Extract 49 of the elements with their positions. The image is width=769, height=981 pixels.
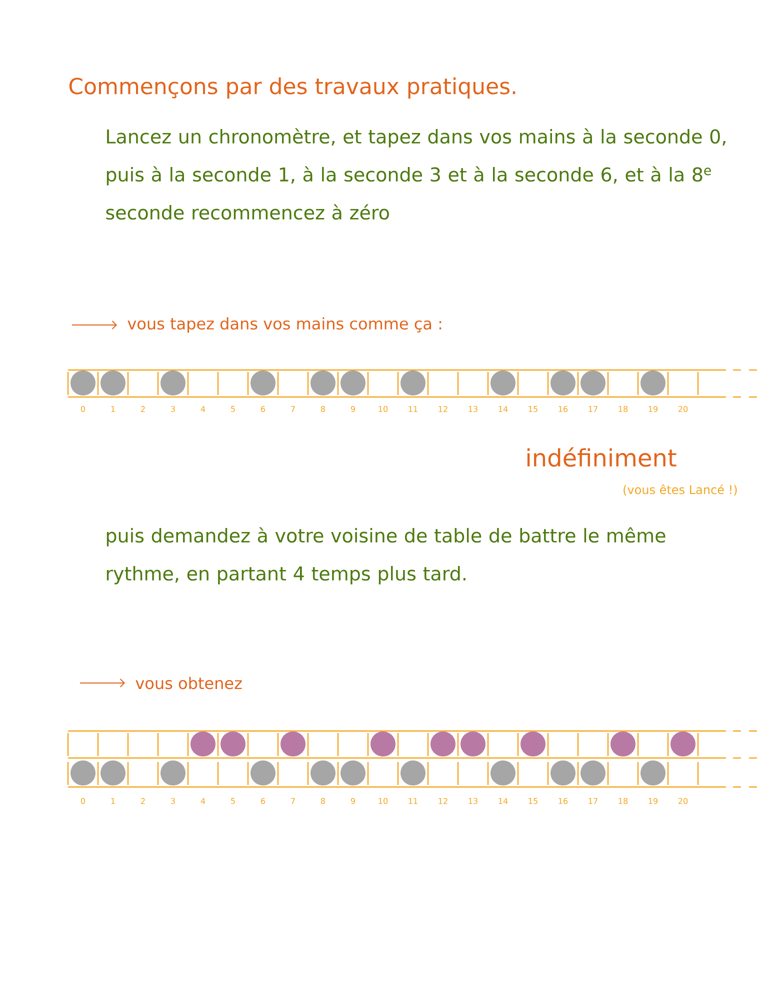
tick-number: 18 bbox=[618, 406, 628, 412]
tick-number: 7 bbox=[291, 406, 295, 412]
tick-number: 12 bbox=[438, 406, 448, 412]
tick-number: 6 bbox=[261, 406, 266, 412]
tick-number: 14 bbox=[498, 798, 508, 804]
tick-number: 17 bbox=[588, 798, 598, 804]
tick-number: 2 bbox=[141, 798, 145, 804]
tick-number: 5 bbox=[231, 798, 235, 804]
caption-text: vous obtenez bbox=[136, 676, 242, 690]
tick-number: 9 bbox=[350, 406, 355, 412]
tick-number: 8 bbox=[321, 798, 325, 804]
tick-number: 14 bbox=[498, 406, 508, 412]
tick-number: 1 bbox=[111, 798, 115, 804]
tick-number: 0 bbox=[81, 798, 86, 804]
tick-number: 5 bbox=[231, 406, 235, 412]
tick-number: 3 bbox=[171, 798, 175, 804]
tick-number: 9 bbox=[350, 798, 355, 804]
instruction-text: puis demandez à votre voisine de table de battre le même rythme, en partant 4 temps plus tard. bbox=[106, 527, 666, 584]
tick-number: 3 bbox=[171, 406, 175, 412]
title: Commençons par des travaux pratiques. bbox=[69, 77, 516, 99]
tick-number: 16 bbox=[558, 406, 568, 412]
tick-number: 6 bbox=[261, 798, 266, 804]
tick-number: 19 bbox=[648, 406, 658, 412]
tick-number: 8 bbox=[321, 406, 325, 412]
emphasis-text: indéfiniment bbox=[527, 447, 676, 467]
tick-number: 7 bbox=[291, 798, 295, 804]
tick-number: 10 bbox=[378, 406, 388, 412]
instruction-text: Lancez un chronomètre, et tapez dans vos mains à la seconde 0, puis à la seconde 1, à la seconde 3 et à la seconde 6, et à la 8$^{e}$ seconde recommencez à zéro bbox=[106, 128, 726, 220]
tick-number: 0 bbox=[81, 406, 86, 412]
tick-number: 15 bbox=[528, 798, 538, 804]
tick-number: 12 bbox=[438, 798, 448, 804]
tick-number: 11 bbox=[408, 406, 418, 412]
tick-number: 16 bbox=[558, 798, 568, 804]
tick-number: 11 bbox=[408, 798, 418, 804]
tick-number: 18 bbox=[618, 798, 628, 804]
tick-number: 10 bbox=[378, 798, 388, 804]
tick-number: 20 bbox=[678, 798, 688, 804]
tick-number: 2 bbox=[141, 406, 145, 412]
tick-number: 17 bbox=[588, 406, 598, 412]
tick-number: 1 bbox=[111, 406, 115, 412]
tick-number: 19 bbox=[648, 798, 658, 804]
aside-text: (vous êtes Lancé !) bbox=[624, 484, 737, 496]
tick-number: 20 bbox=[678, 406, 688, 412]
tick-number: 13 bbox=[468, 406, 478, 412]
tick-number: 4 bbox=[200, 798, 206, 804]
tick-number: 13 bbox=[468, 798, 478, 804]
tick-number: 15 bbox=[528, 406, 538, 412]
caption-text: vous tapez dans vos mains comme ça : bbox=[128, 317, 442, 333]
tick-number: 4 bbox=[200, 406, 206, 412]
